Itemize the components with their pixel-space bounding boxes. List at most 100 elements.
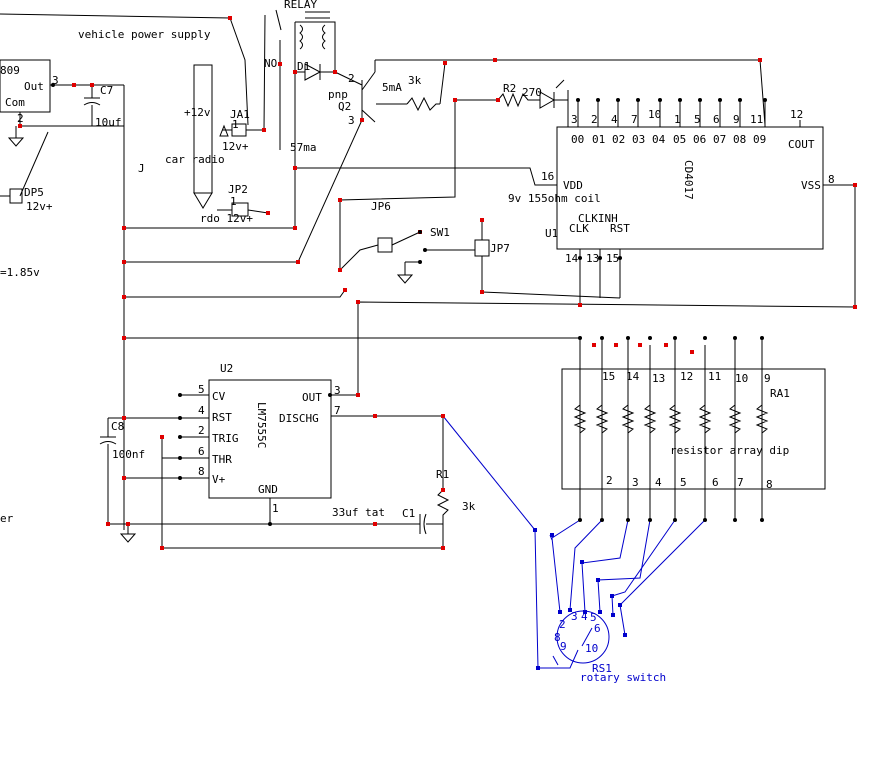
label-r2-value: 270 xyxy=(522,86,542,99)
label-jp6: JP6 xyxy=(371,200,391,213)
u1-pin-5: 5 xyxy=(694,113,701,126)
u1-pin-6: 6 xyxy=(713,113,720,126)
label-j: J xyxy=(138,162,145,175)
label-cut-off: er xyxy=(0,512,14,525)
label-57ma: 57ma xyxy=(290,141,317,154)
u1-pin-9: 9 xyxy=(733,113,740,126)
u2-gnd: GND xyxy=(258,483,278,496)
rs1-pin-3: 3 xyxy=(571,610,578,623)
u1-pin-12: 12 xyxy=(790,108,803,121)
label-reg-com: Com xyxy=(5,96,25,109)
rotary-wiring xyxy=(442,415,706,669)
ra1-pin-15: 15 xyxy=(602,370,615,383)
u2-trig: TRIG xyxy=(212,432,239,445)
u2-label: U2 xyxy=(220,362,233,375)
u2-pin-thr: 6 xyxy=(198,445,205,458)
u1-out-09: 09 xyxy=(753,133,766,146)
u1-part-number: CD4017 xyxy=(682,160,695,200)
label-q2-collector-pin: 3 xyxy=(348,114,355,127)
u2-vplus: V+ xyxy=(212,473,226,486)
u1-pin-3: 3 xyxy=(571,113,578,126)
label-q2: Q2 xyxy=(338,100,351,113)
ra1-pin-6: 6 xyxy=(712,476,719,489)
u1-out-04: 04 xyxy=(652,133,666,146)
ra1-label: RA1 xyxy=(770,387,790,400)
u2-pin-cv: 5 xyxy=(198,383,205,396)
rs1-pin-6: 6 xyxy=(594,622,601,635)
label-jp2-desc: rdo 12v+ xyxy=(200,212,253,225)
u1-out-06: 06 xyxy=(693,133,706,146)
rs1-desc: rotary switch xyxy=(580,671,666,684)
label-dp5: DP5 xyxy=(24,186,44,199)
labels: vehicle power supply RELAY NO D1 2 pnp Q… xyxy=(0,0,835,684)
ra1-pin-8: 8 xyxy=(766,478,773,491)
u2-cv: CV xyxy=(212,390,226,403)
label-3k-top: 3k xyxy=(408,74,422,87)
u1-inh-pin: 13 xyxy=(586,252,599,265)
rs1-pin-4: 4 xyxy=(581,610,588,623)
u2-part-number: LM7555C xyxy=(255,402,268,448)
u1-out-03: 03 xyxy=(632,133,645,146)
u1-vss: VSS xyxy=(801,179,821,192)
u2-pin-vplus: 8 xyxy=(198,465,205,478)
label-relay-coil: 9v 155ohm coil xyxy=(508,192,601,205)
label-ja1: JA1 xyxy=(230,108,250,121)
u2-dischg: DISCHG xyxy=(279,412,319,425)
label-ja1-pin: 1 xyxy=(232,118,239,131)
rs1-pin-10: 10 xyxy=(585,642,598,655)
label-voltage-reading: =1.85v xyxy=(0,266,40,279)
label-vehicle-power-supply: vehicle power supply xyxy=(78,28,211,41)
label-reg-out: Out xyxy=(24,80,44,93)
label-pnp: pnp xyxy=(328,88,348,101)
label-jp2: JP2 xyxy=(228,183,248,196)
label-reg-out-pin: 3 xyxy=(52,74,59,87)
u1-out-05: 05 xyxy=(673,133,686,146)
ra1-pin-14: 14 xyxy=(626,370,640,383)
rs1-pin-9: 9 xyxy=(560,640,567,653)
u1-pin-11: 11 xyxy=(750,113,763,126)
rs1-label: RS1 xyxy=(592,662,612,675)
label-d1: D1 xyxy=(297,60,310,73)
wires xyxy=(0,9,856,549)
ra1-pin-13: 13 xyxy=(652,372,665,385)
u2-pin-trig: 2 xyxy=(198,424,205,437)
u1-clk-pin: 14 xyxy=(565,252,579,265)
label-c1: C1 xyxy=(402,507,415,520)
u1-label: U1 xyxy=(545,227,558,240)
label-regulator-part: 809 xyxy=(0,64,20,77)
ra1-desc: resistor array dip xyxy=(670,444,789,457)
label-sw1: SW1 xyxy=(430,226,450,239)
u1-out-01: 01 xyxy=(592,133,605,146)
u2-pin-out: 3 xyxy=(334,384,341,397)
label-5ma: 5mA xyxy=(382,81,402,94)
label-jp7: JP7 xyxy=(490,242,510,255)
rs1-pin-5: 5 xyxy=(590,611,597,624)
u2-pin-rst: 4 xyxy=(198,404,205,417)
u2-rst: RST xyxy=(212,411,232,424)
u1-vss-pin: 8 xyxy=(828,173,835,186)
u2-pin-gnd: 1 xyxy=(272,502,279,515)
ra1-pin-3: 3 xyxy=(632,476,639,489)
rs1-pin-8: 8 xyxy=(554,631,561,644)
label-c8-value: 100nf xyxy=(112,448,145,461)
junctions xyxy=(51,83,767,526)
u2-thr: THR xyxy=(212,453,232,466)
label-c7-value: 10uf xyxy=(95,116,122,129)
label-c8: C8 xyxy=(111,420,124,433)
label-c1-value: 33uf tat xyxy=(332,506,385,519)
u1-out-07: 07 xyxy=(713,133,726,146)
ra1-pin-7: 7 xyxy=(737,476,744,489)
u1-out-08: 08 xyxy=(733,133,746,146)
u1-vdd-pin: 16 xyxy=(541,170,554,183)
u1-pin-10: 10 xyxy=(648,108,661,121)
ra1-pin-4: 4 xyxy=(655,476,662,489)
label-relay: RELAY xyxy=(284,0,317,11)
label-q2-base-pin: 2 xyxy=(348,72,355,85)
u2-out: OUT xyxy=(302,391,322,404)
u1-vdd: VDD xyxy=(563,179,583,192)
label-car-radio: car radio xyxy=(165,153,225,166)
ra1-pin-2: 2 xyxy=(606,474,613,487)
u1-clk: CLK xyxy=(569,222,589,235)
label-plus12v: +12v xyxy=(184,106,211,119)
